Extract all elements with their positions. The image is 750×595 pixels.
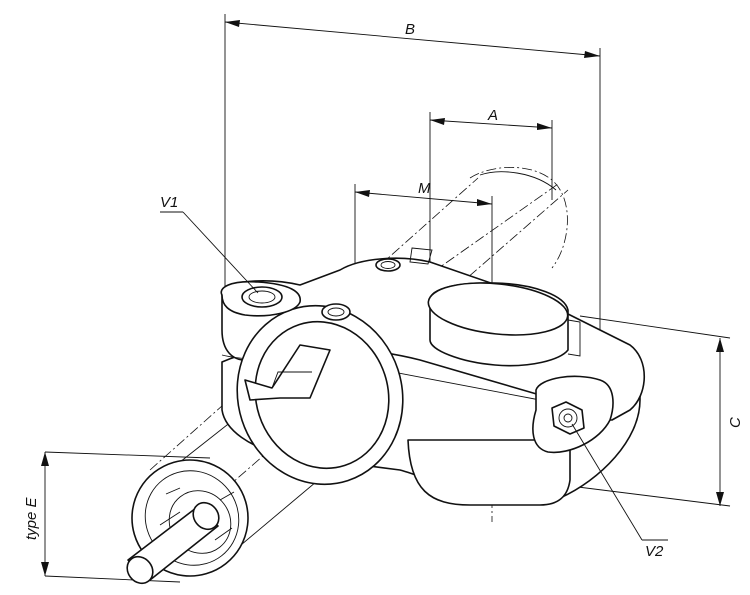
label-c: C [727, 417, 744, 428]
dimension-c: C [716, 338, 744, 506]
dimension-type-e: type E [23, 452, 49, 576]
label-a: A [487, 107, 498, 124]
label-v1: V1 [160, 194, 178, 211]
leader-v2: V2 [571, 423, 668, 560]
leader-v1: V1 [160, 194, 259, 294]
dimension-m: M [354, 180, 493, 206]
dimension-b: B [224, 20, 601, 58]
phantom-tube [469, 166, 568, 269]
dimension-a: A [429, 107, 553, 130]
label-m: M [418, 180, 431, 197]
clamp-body [220, 247, 646, 506]
label-b: B [405, 21, 415, 38]
label-v2: V2 [645, 543, 664, 560]
label-type-e: type E [23, 496, 40, 540]
tube-lower-left [126, 357, 361, 585]
